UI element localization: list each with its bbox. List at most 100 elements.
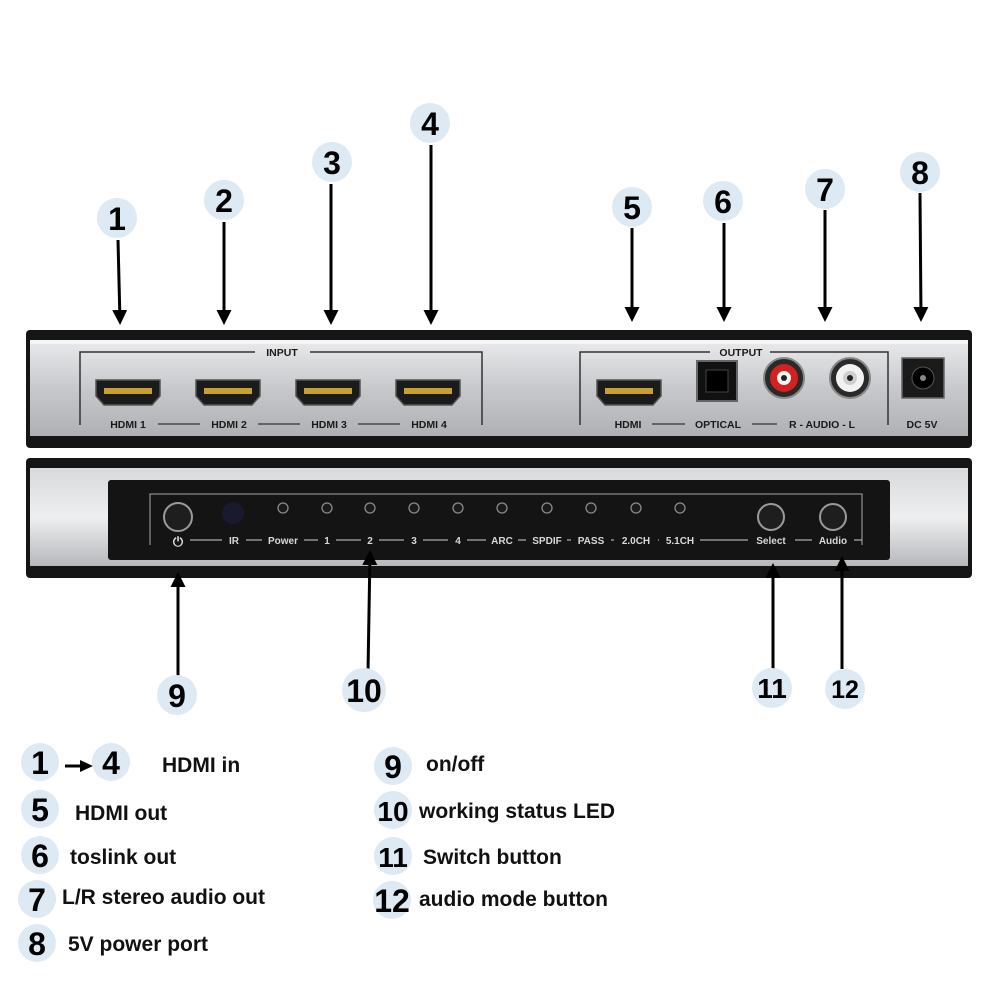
rca-left-jack[interactable] (830, 358, 870, 398)
select-button[interactable] (758, 504, 784, 530)
callout-4: 4 (410, 103, 450, 143)
audio-label: Audio (819, 536, 847, 547)
callout-5: 5 (612, 187, 652, 227)
port-label-hdmi-out: HDMI (615, 419, 642, 431)
svg-text:9: 9 (384, 749, 402, 785)
indicator-2ch: 2.0CH (622, 536, 650, 547)
rear-panel: INPUT OUTPUT (26, 330, 972, 448)
hdmi-port-2[interactable] (196, 380, 260, 405)
svg-text:11: 11 (378, 842, 408, 873)
svg-text:3: 3 (323, 145, 341, 181)
legend-text-toslink: toslink out (70, 846, 176, 869)
indicator-2: 2 (367, 536, 373, 547)
svg-text:6: 6 (714, 184, 732, 220)
led-input-2 (365, 503, 375, 513)
indicator-ir: IR (229, 536, 240, 547)
ir-sensor (222, 502, 244, 524)
dc-power-jack[interactable] (902, 358, 944, 398)
legend-item-switch: 11 Switch button (374, 837, 562, 875)
port-label-hdmi4: HDMI 4 (411, 419, 447, 431)
hdmi-port-3[interactable] (296, 380, 360, 405)
led-input-1 (322, 503, 332, 513)
port-label-optical: OPTICAL (695, 419, 742, 431)
optical-port[interactable] (697, 361, 737, 401)
callout-10: 10 (342, 668, 386, 712)
indicator-power: Power (268, 536, 298, 547)
legend-item-power-port: 8 5V power port (18, 924, 208, 962)
led-power (278, 503, 288, 513)
legend-item-status-led: 10 working status LED (374, 791, 615, 829)
indicator-51ch: 5.1CH (666, 536, 694, 547)
legend-text-onoff: on/off (426, 753, 485, 776)
audio-mode-button[interactable] (820, 504, 846, 530)
svg-text:5: 5 (623, 190, 641, 226)
svg-text:2: 2 (215, 183, 233, 219)
callout-8: 8 (900, 152, 940, 192)
svg-text:12: 12 (374, 883, 410, 919)
svg-text:12: 12 (831, 676, 859, 704)
svg-text:6: 6 (31, 838, 49, 874)
svg-text:4: 4 (421, 106, 439, 142)
callout-6: 6 (703, 181, 743, 221)
port-label-hdmi1: HDMI 1 (110, 419, 146, 431)
led-input-3 (409, 503, 419, 513)
callout-3: 3 (312, 142, 352, 182)
legend-text-hdmi-in: HDMI in (162, 754, 240, 777)
hdmi-out-port[interactable] (597, 380, 661, 405)
port-label-audio: R - AUDIO - L (789, 419, 856, 431)
legend-item-toslink: 6 toslink out (21, 836, 176, 874)
callout-2: 2 (204, 180, 244, 220)
legend-item-hdmi-out: 5 HDMI out (21, 790, 167, 828)
legend-text-switch: Switch button (423, 846, 562, 869)
svg-text:9: 9 (168, 678, 186, 714)
hdmi-port-4[interactable] (396, 380, 460, 405)
input-group-label: INPUT (266, 347, 298, 359)
svg-text:1: 1 (108, 201, 126, 237)
indicator-4: 4 (455, 536, 461, 547)
legend-text-status-led: working status LED (418, 800, 615, 823)
callout-7: 7 (805, 169, 845, 209)
svg-text:8: 8 (28, 926, 46, 962)
led-51ch (675, 503, 685, 513)
legend-text-hdmi-out: HDMI out (75, 802, 167, 825)
callout-11: 11 (752, 668, 792, 708)
port-label-hdmi3: HDMI 3 (311, 419, 347, 431)
legend: 1 4 HDMI in 5 HDMI out 6 toslink out 7 L… (18, 743, 615, 962)
indicator-3: 3 (411, 536, 417, 547)
legend-item-audio-mode: 12 audio mode button (373, 881, 608, 919)
legend-item-hdmi-in: 1 4 HDMI in (21, 743, 240, 781)
svg-text:7: 7 (28, 882, 46, 918)
legend-text-power-port: 5V power port (68, 933, 208, 956)
front-panel: ⏻ IR Power 1 2 3 4 ARC SPDIF PASS (26, 458, 972, 578)
svg-text:5: 5 (31, 792, 49, 828)
indicator-spdif: SPDIF (532, 536, 561, 547)
power-button[interactable] (164, 503, 192, 531)
select-label: Select (756, 536, 786, 547)
led-spdif (542, 503, 552, 513)
legend-text-audio-mode: audio mode button (419, 888, 608, 911)
port-label-dc: DC 5V (907, 419, 938, 431)
callout-12: 12 (825, 669, 865, 709)
legend-text-stereo: L/R stereo audio out (62, 886, 265, 909)
svg-text:11: 11 (757, 673, 787, 704)
indicator-arc: ARC (491, 536, 513, 547)
led-2ch (631, 503, 641, 513)
led-arc (497, 503, 507, 513)
callout-9: 9 (157, 675, 197, 715)
indicator-pass: PASS (578, 536, 605, 547)
port-label-hdmi2: HDMI 2 (211, 419, 247, 431)
svg-text:10: 10 (377, 796, 408, 827)
indicator-1: 1 (324, 536, 330, 547)
legend-item-onoff: 9 on/off (374, 747, 485, 785)
legend-item-stereo: 7 L/R stereo audio out (18, 880, 265, 918)
svg-text:10: 10 (346, 673, 382, 709)
led-input-4 (453, 503, 463, 513)
callout-1: 1 (97, 198, 137, 238)
hdmi-port-1[interactable] (96, 380, 160, 405)
rca-right-jack[interactable] (764, 358, 804, 398)
svg-text:7: 7 (816, 172, 834, 208)
led-pass (586, 503, 596, 513)
svg-text:1: 1 (31, 745, 49, 781)
svg-text:4: 4 (102, 745, 120, 781)
